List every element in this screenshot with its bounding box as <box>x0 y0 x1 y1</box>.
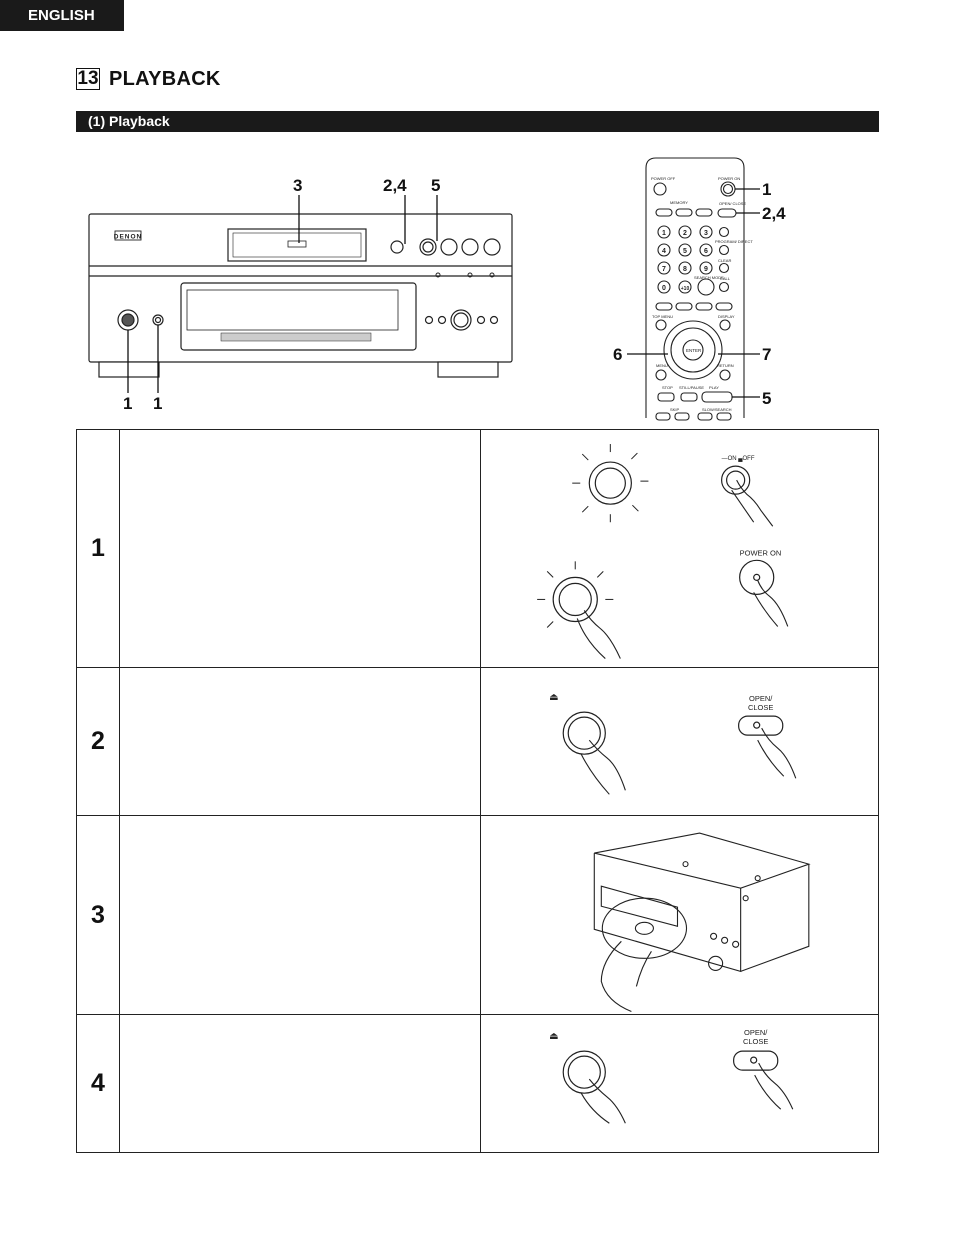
svg-text:RETURN: RETURN <box>717 363 734 368</box>
svg-text:3: 3 <box>704 230 708 237</box>
svg-text:CLOSE: CLOSE <box>743 1038 768 1047</box>
svg-text:OPEN/: OPEN/ <box>744 1029 768 1038</box>
load-disc-illustration <box>593 832 811 1012</box>
callout-play: 5 <box>431 176 440 195</box>
svg-text:1: 1 <box>662 230 666 237</box>
close-tray-illustration: ⏏ OPEN/ CLOSE <box>549 1029 794 1125</box>
step-row-4: 4 ⏏ OPEN/ CLOSE <box>76 1014 879 1153</box>
svg-text:TOP MENU: TOP MENU <box>652 314 673 319</box>
brand-logo: DENON <box>114 234 142 241</box>
callout-remote-cursor: 6 <box>613 345 622 364</box>
open-tray-illustration: ⏏ OPEN/ CLOSE <box>549 692 797 795</box>
svg-text:CALL: CALL <box>720 276 731 281</box>
svg-text:STILL/PAUSE: STILL/PAUSE <box>679 385 704 390</box>
svg-text:9: 9 <box>704 266 708 273</box>
step-row-1: 1 <box>76 429 879 668</box>
step-description <box>119 814 481 1016</box>
svg-text:6: 6 <box>704 248 708 255</box>
svg-text:⏏: ⏏ <box>549 1032 558 1043</box>
svg-text:SEARCH MODE: SEARCH MODE <box>694 275 724 280</box>
svg-text:POWER ON: POWER ON <box>740 548 782 557</box>
power-switch <box>721 465 751 495</box>
callout-remote-play: 5 <box>762 389 771 408</box>
disc <box>601 897 688 959</box>
callout-open-close: 2,4 <box>383 176 407 195</box>
remote-enter-button[interactable] <box>682 339 704 361</box>
svg-text:PROGRAM/ DIRECT: PROGRAM/ DIRECT <box>715 239 753 244</box>
callout-eject-tray: 3 <box>293 176 302 195</box>
step-number: 1 <box>76 429 120 668</box>
svg-text:0: 0 <box>662 285 666 292</box>
section-number: 13 <box>76 68 100 90</box>
language-tab: ENGLISH <box>0 0 124 31</box>
step-row-3: 3 <box>76 814 879 1016</box>
open-close-key <box>738 715 784 736</box>
callout-remote-power: 1 <box>762 180 771 199</box>
svg-text:MENU: MENU <box>656 363 668 368</box>
step-number: 3 <box>76 814 120 1016</box>
power-on-illustration: —ON ▄OFF POWER ON <box>537 444 789 659</box>
svg-text:7: 7 <box>662 266 666 273</box>
callout-remote-enter: 7 <box>762 345 771 364</box>
svg-text:—ON ▄OFF: —ON ▄OFF <box>722 456 755 462</box>
svg-text:4: 4 <box>662 248 666 255</box>
front-panel-callouts <box>127 195 438 393</box>
svg-text:SKIP: SKIP <box>670 407 679 412</box>
svg-text:CLEAR: CLEAR <box>718 258 731 263</box>
svg-text:ENTER: ENTER <box>686 348 702 353</box>
svg-text:OPEN/: OPEN/ <box>749 694 773 703</box>
svg-text:MEMORY: MEMORY <box>670 200 688 205</box>
remote-control-illustration <box>645 157 745 421</box>
remote-cursor-ring[interactable] <box>663 320 723 380</box>
front-eject-button[interactable] <box>390 240 404 254</box>
remote-button-labels: POWER OFF POWER ON MEMORY OPEN/ CLOSE PR… <box>651 176 753 412</box>
svg-text:⏏: ⏏ <box>549 692 558 703</box>
svg-text:8: 8 <box>683 266 687 273</box>
svg-text:PLAY: PLAY <box>709 385 719 390</box>
svg-text:5: 5 <box>683 248 687 255</box>
power-button-lit <box>588 461 632 505</box>
step-number: 2 <box>76 666 120 816</box>
front-play-button[interactable] <box>419 238 437 256</box>
svg-text:OPEN/ CLOSE: OPEN/ CLOSE <box>719 201 746 206</box>
section-title: PLAYBACK <box>109 67 221 90</box>
svg-text:CLOSE: CLOSE <box>748 703 773 712</box>
remote-power-on-key <box>739 559 775 596</box>
front-panel-illustration: DENON <box>88 213 513 378</box>
eject-button <box>562 711 606 755</box>
steps-table: 1 <box>76 429 879 1153</box>
svg-text:DISPLAY: DISPLAY <box>718 314 735 319</box>
power-button-pressed <box>552 576 598 623</box>
svg-text:POWER OFF: POWER OFF <box>651 176 676 181</box>
callout-power: 1 <box>123 394 132 413</box>
remote-callouts <box>627 188 760 398</box>
step-illustration: ⏏ OPEN/ CLOSE <box>480 1014 879 1153</box>
subsection-bar: (1) Playback <box>76 111 879 132</box>
step-illustration: —ON ▄OFF POWER ON <box>480 429 879 668</box>
step-row-2: 2 ⏏ OPEN/ CLOSE <box>76 666 879 816</box>
eject-button <box>562 1050 606 1095</box>
callout-power-2: 1 <box>153 394 162 413</box>
svg-text:+10: +10 <box>681 286 690 292</box>
step-description <box>119 429 481 668</box>
remote-play-button[interactable] <box>701 391 733 403</box>
remote-power-off-button[interactable] <box>653 182 667 196</box>
svg-text:SLOW/SEARCH: SLOW/SEARCH <box>702 407 732 412</box>
svg-text:2: 2 <box>683 230 687 237</box>
remote-keypad: 1 2 3 4 5 6 7 8 9 0 +10 <box>662 230 708 292</box>
section-heading: 13 PLAYBACK <box>76 66 221 92</box>
step-illustration: ⏏ OPEN/ CLOSE <box>480 666 879 816</box>
step-number: 4 <box>76 1014 120 1153</box>
callout-remote-open-close: 2,4 <box>762 204 786 223</box>
remote-open-close-button[interactable] <box>717 208 737 218</box>
svg-text:STOP: STOP <box>662 385 673 390</box>
step-description <box>119 1014 481 1153</box>
step-illustration <box>480 814 879 1016</box>
open-close-key <box>733 1050 779 1072</box>
svg-text:POWER ON: POWER ON <box>718 176 740 181</box>
step-description <box>119 666 481 816</box>
light-rays <box>572 444 649 523</box>
